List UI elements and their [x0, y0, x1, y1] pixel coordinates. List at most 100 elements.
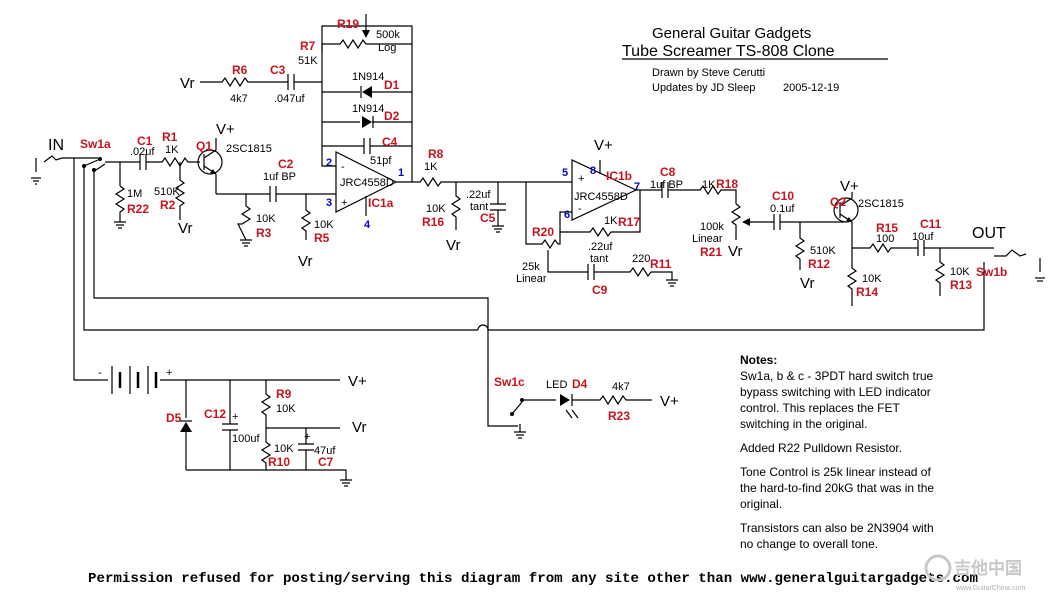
- c4-value: 51pf: [370, 155, 392, 167]
- note-line: switching in the original.: [740, 417, 867, 431]
- r23-value: 4k7: [612, 381, 630, 393]
- ic1a-minus: -: [341, 161, 345, 173]
- c7-value: 47uf: [314, 445, 336, 457]
- r1-label: R1: [162, 130, 178, 144]
- note-line: bypass switching with LED indicator: [740, 385, 931, 399]
- note-line: Transistors can also be 2N3904 with: [740, 521, 934, 535]
- sw1b-label: Sw1b: [976, 265, 1007, 279]
- r20-taper: Linear: [516, 273, 547, 285]
- ic1a-plus: +: [341, 197, 347, 209]
- r9-resistor: [260, 380, 272, 428]
- output-label: OUT: [972, 225, 1006, 242]
- r21-wiper-arrow: [742, 218, 750, 226]
- r19-value: 500k: [376, 29, 400, 41]
- c12-label: C12: [204, 407, 226, 421]
- r22-label: R22: [127, 202, 149, 216]
- note-line: Tone Control is 25k linear instead of: [740, 465, 931, 479]
- note-line: Sw1a, b & c - 3PDT hard switch true: [740, 369, 934, 383]
- d2-diode: [362, 116, 372, 128]
- ic1a-pin2: 2: [326, 157, 332, 169]
- battery-plus: +: [166, 367, 172, 379]
- feedback-wire: [321, 25, 413, 182]
- c7-plus: +: [304, 431, 310, 443]
- d5-label: D5: [166, 411, 182, 425]
- updates-by: Updates by JD Sleep: [652, 82, 755, 94]
- sw1a-switch: [62, 157, 106, 172]
- r22-ground: [114, 221, 126, 229]
- ic1b-pin8: 8: [590, 165, 596, 177]
- c9-note: tant: [590, 253, 608, 265]
- ic1b-value: JRC4558D: [574, 191, 628, 203]
- r6-value: 4k7: [230, 93, 248, 105]
- r18-label: R18: [716, 177, 738, 191]
- r15-value: 100: [876, 233, 894, 245]
- r10-label: R10: [268, 455, 290, 469]
- r3-label: R3: [256, 226, 272, 240]
- r7-label: R7: [300, 39, 316, 53]
- r8-value: 1K: [424, 161, 438, 173]
- c2-label: C2: [278, 157, 294, 171]
- battery-wire: [73, 158, 100, 381]
- footer-permission: Permission refused for posting/serving t…: [88, 571, 978, 587]
- r12-vr-label: Vr: [800, 275, 814, 292]
- r1-resistor: [146, 156, 200, 168]
- r8-label: R8: [428, 147, 444, 161]
- r13-label: R13: [950, 278, 972, 292]
- ic1b-pin5: 5: [562, 167, 568, 179]
- sw1c-label: Sw1c: [494, 375, 525, 389]
- r12-value: 510K: [810, 245, 836, 257]
- r15-label: R15: [876, 221, 898, 235]
- r6-resistor: [200, 76, 288, 88]
- r11-value: 220: [632, 253, 650, 265]
- ic1b-plus: +: [578, 173, 584, 185]
- r13-value: 10K: [950, 266, 970, 278]
- c5-value: .22uf: [466, 189, 491, 201]
- r20-value: 25k: [522, 261, 540, 273]
- q1-label: Q1: [196, 139, 212, 153]
- r20-label: R20: [532, 225, 554, 239]
- r16-value: 10K: [426, 203, 446, 215]
- d4-value: LED: [546, 379, 567, 391]
- c3-capacitor: [287, 74, 295, 90]
- r11-ground: [666, 279, 678, 287]
- c8-value: 1uf BP: [650, 179, 683, 191]
- c1-label: C1: [137, 134, 153, 148]
- c4-capacitor: [363, 138, 371, 154]
- c12-value: 100uf: [232, 433, 260, 445]
- ic1a-pin3: 3: [326, 197, 332, 209]
- battery: [100, 366, 186, 394]
- q1-transistor: [197, 138, 223, 194]
- r16-vr-label: Vr: [446, 237, 460, 254]
- r12-label: R12: [808, 257, 830, 271]
- d1-label: D1: [384, 78, 400, 92]
- c4-label: C4: [382, 135, 398, 149]
- r19-taper: Log: [378, 42, 396, 54]
- r19-label: R19: [337, 17, 359, 31]
- bypass-wire-out: [93, 170, 985, 331]
- sw1c-wire: [487, 330, 518, 427]
- r2-vr-label: Vr: [178, 220, 192, 237]
- r23-resistor: [572, 394, 652, 406]
- ic1a-value: JRC4558D: [340, 177, 394, 189]
- d4-label: D4: [572, 377, 588, 391]
- r3-ground: [240, 239, 252, 247]
- c12-plus: +: [232, 411, 238, 423]
- c2-capacitor: [269, 186, 277, 202]
- note-line: original.: [740, 497, 782, 511]
- drawn-by: Drawn by Steve Cerutti: [652, 67, 765, 79]
- r20-pot: [525, 182, 561, 250]
- header-subtitle: Tube Screamer TS-808 Clone: [622, 43, 835, 60]
- c11-label: C11: [920, 217, 942, 231]
- d1-value: 1N914: [352, 71, 384, 83]
- r17-label: R17: [618, 215, 640, 229]
- q2-transistor: [833, 192, 859, 248]
- r21-taper: Linear: [692, 233, 723, 245]
- d5-diode: [180, 422, 192, 432]
- ic1b-pin7: 7: [634, 181, 640, 193]
- r16-label: R16: [422, 215, 444, 229]
- note-line: Added R22 Pulldown Resistor.: [740, 441, 902, 455]
- ic1b-pin6: 6: [564, 209, 570, 221]
- ic1b-vplus: V+: [594, 137, 613, 154]
- output-jack: [994, 249, 1045, 282]
